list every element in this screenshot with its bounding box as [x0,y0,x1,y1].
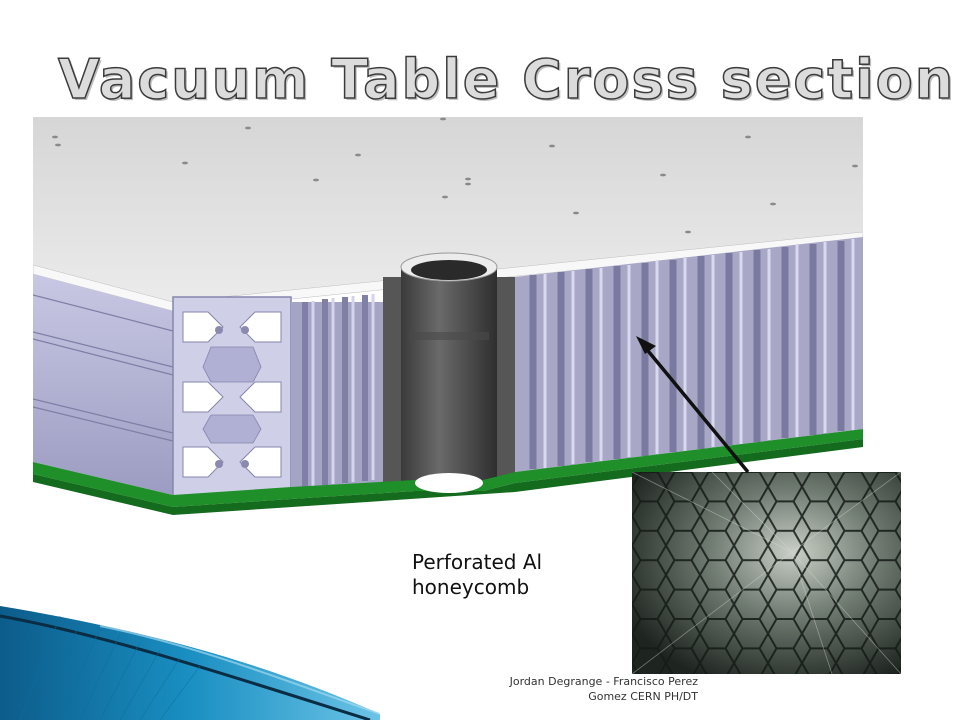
caption-perforated-honeycomb: Perforated Al honeycomb [412,550,612,600]
corner-swoosh-decoration [0,606,380,720]
caption-line: honeycomb [412,575,530,599]
cross-section-render [33,117,863,515]
footer-line: Gomez CERN PH/DT [588,690,698,703]
footer-line: Jordan Degrange - Francisco Perez [509,675,698,688]
caption-line: Perforated Al [412,550,543,574]
honeycomb-photo [632,472,901,674]
footer-authors: Jordan Degrange - Francisco Perez Gomez … [448,674,698,704]
slide-title: Vacuum Table Cross section [57,47,956,112]
